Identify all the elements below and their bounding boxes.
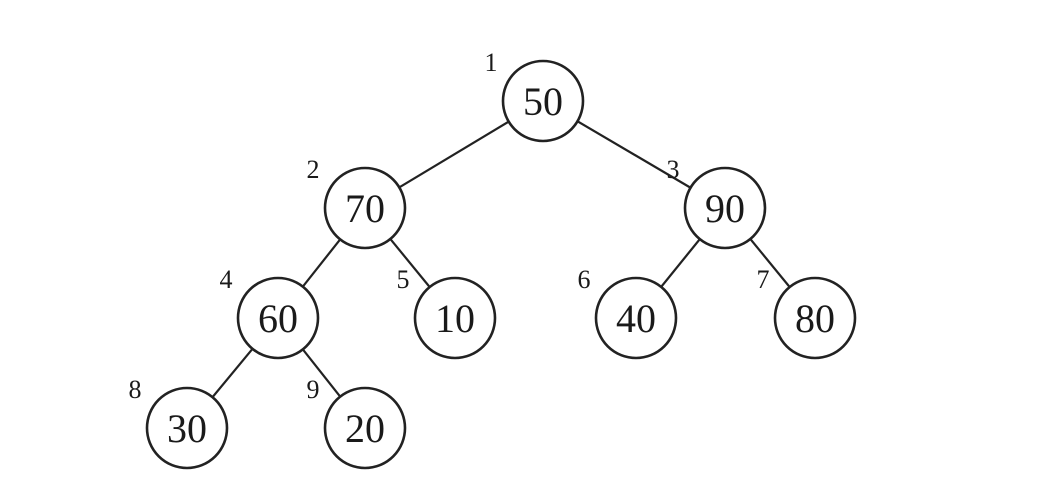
- node-index-label: 1: [485, 48, 498, 77]
- tree-node-2: 70 2: [307, 155, 407, 250]
- tree-node-5: 10 5: [397, 265, 497, 360]
- node-circle: [594, 276, 678, 360]
- node-value-label: 40: [616, 296, 656, 341]
- tree-node-9: 20 9: [307, 375, 407, 470]
- tree-node-1: 50 1: [485, 48, 585, 143]
- node-index-label: 8: [129, 375, 142, 404]
- node-circle: [683, 166, 767, 250]
- node-value-label: 60: [258, 296, 298, 341]
- node-value-label: 30: [167, 406, 207, 451]
- node-index-label: 6: [578, 265, 591, 294]
- node-index-label: 7: [757, 265, 770, 294]
- node-index-label: 9: [307, 375, 320, 404]
- node-circle: [323, 386, 407, 470]
- node-circle: [413, 276, 497, 360]
- node-circle: [773, 276, 857, 360]
- tree-node-3: 90 3: [667, 155, 767, 250]
- node-value-label: 80: [795, 296, 835, 341]
- node-index-label: 3: [667, 155, 680, 184]
- node-value-label: 50: [523, 79, 563, 124]
- tree-edges: [186, 100, 816, 429]
- tree-node-8: 30 8: [129, 375, 229, 470]
- node-index-label: 5: [397, 265, 410, 294]
- tree-node-7: 80 7: [757, 265, 857, 360]
- tree-node-4: 60 4: [220, 265, 320, 360]
- node-circle: [145, 386, 229, 470]
- node-value-label: 20: [345, 406, 385, 451]
- node-value-label: 10: [435, 296, 475, 341]
- node-index-label: 2: [307, 155, 320, 184]
- tree-node-6: 40 6: [578, 265, 678, 360]
- node-circle: [323, 166, 407, 250]
- node-circle: [236, 276, 320, 360]
- node-circle: [501, 59, 585, 143]
- node-value-label: 90: [705, 186, 745, 231]
- node-index-label: 4: [220, 265, 233, 294]
- node-value-label: 70: [345, 186, 385, 231]
- tree-nodes: 50 1 70 2 90 3 60 4 10 5 40 6 80 7 30 8 20 9: [129, 48, 857, 470]
